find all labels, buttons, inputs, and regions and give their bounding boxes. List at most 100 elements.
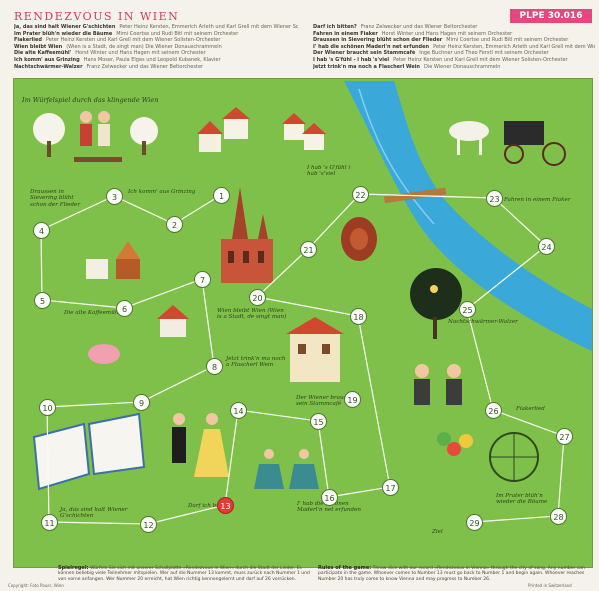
board-station: 4	[33, 222, 50, 239]
track-title: Die alte Kaffeemühl'	[14, 50, 72, 57]
rules-english-heading: Rules of the game:	[318, 565, 372, 571]
track-credit: Franz Zelwecker und das Wiener Beltorche…	[360, 24, 478, 30]
board-station: 24	[538, 238, 555, 255]
game-board: Im Würfelspiel durch das klingende Wien …	[13, 78, 593, 568]
board-station: 11	[41, 514, 58, 531]
track-row: Draussen in Sievering blüht schon der Fl…	[313, 37, 595, 44]
board-station: 12	[140, 516, 157, 533]
rules-english: Rules of the game: Throw dice with our r…	[318, 565, 586, 582]
board-station: 7	[194, 271, 211, 288]
label-fiakerlied: Fiakerlied	[516, 406, 545, 412]
rules-english-text: Throw dice with our record »Rendezvous i…	[318, 566, 585, 582]
copyright: Copyright: Foto Pauer, Wien	[8, 583, 64, 588]
track-title: Im Prater blüh'n wieder die Bäume	[14, 30, 113, 37]
night-tree-drawing	[410, 268, 462, 339]
fiaker-drawing	[449, 121, 566, 166]
track-credit: Horst Winter und Hans Hagen mit seinem O…	[381, 30, 513, 37]
label-gfuehl: I hab 's G'fühl i hab 's'viel	[307, 165, 351, 178]
catalog-number: PLPE 30.016	[510, 9, 592, 23]
dancers-drawing	[172, 413, 319, 489]
label-fiaker: Fahren in einem Fiaker	[504, 197, 571, 203]
board-station: 29	[466, 514, 483, 531]
label-stammcafe: Der Wiener braucht sein Stammcafé	[296, 395, 353, 408]
wine-barrel-drawing	[341, 217, 377, 261]
board-station: 10	[39, 399, 56, 416]
musicians-drawing	[414, 364, 462, 405]
label-flascherl: Jetzt trink'n ma noch a Flascherl Wein	[226, 356, 286, 369]
track-title: Draussen in Sievering blüht schon der Fl…	[313, 37, 443, 44]
label-gschichten: Ja, das sind halt Wiener G'schichten	[60, 507, 128, 520]
board-station: 8	[206, 358, 223, 375]
track-row: Wien bleibt Wien(Wien is a Stadt, de sin…	[14, 44, 298, 51]
track-credit: Mimi Coertse und Rudi Bitl mit seinem Or…	[446, 37, 569, 44]
board-illustration	[32, 81, 592, 525]
track-row: I' hab die schönen Maderl'n net erfunden…	[313, 44, 595, 51]
track-credit: Hans Moser, Paula Elges und Leopold Kuba…	[83, 56, 221, 63]
farmhouse-drawing	[88, 305, 189, 364]
rules-german: Spielregel: Würfeln Sie sich mit unserer…	[58, 565, 313, 582]
track-title: Wien bleibt Wien	[14, 43, 63, 50]
track-row: Die alte Kaffeemühl'Horst Winter und Han…	[14, 50, 298, 57]
rules-german-text: Würfeln Sie sich mit unserer Schallplatt…	[58, 566, 310, 582]
coffee-grinder-drawing	[86, 241, 140, 279]
board-station: 17	[382, 479, 399, 496]
track-credit: Mimi Coertse und Rudi Bitl mit seinem Or…	[116, 30, 239, 37]
label-kaffeemuehl: Die alte Kaffeemühl'	[64, 310, 122, 316]
track-credit: Peter Heinz Kersten und Karl Grell mit d…	[393, 56, 568, 63]
board-station: 22	[352, 186, 369, 203]
danube-river	[344, 81, 592, 351]
label-sievering: Draussen in Sievering blüht schon der Fl…	[30, 189, 81, 208]
label-maderln: I' hab die schönen Maderl'n net erfunden	[297, 501, 362, 514]
tracklist-right: Darf ich bitten?Franz Zelwecker und das …	[313, 24, 595, 70]
track-credit: (Wien is a Stadt, de singt man) Die Wien…	[66, 43, 222, 50]
rules-german-heading: Spielregel:	[58, 565, 89, 571]
label-grinzing: Ich komm' aus Grinzing	[128, 189, 196, 195]
track-title: Jetzt trink'n ma noch a Flascherl Wein	[313, 63, 420, 70]
board-station: 14	[230, 402, 247, 419]
board-station: 21	[300, 241, 317, 258]
track-credit: Inge Buchner und Theo Ferstl mit seinem …	[419, 50, 549, 57]
track-title: Fahren in einem Fiaker	[313, 30, 378, 37]
board-station: 28	[550, 508, 567, 525]
track-credit: Die Wiener Donauschrammeln	[423, 63, 501, 70]
houses-drawing	[197, 107, 326, 152]
track-row: Darf ich bitten?Franz Zelwecker und das …	[313, 24, 595, 31]
board-station: 26	[485, 402, 502, 419]
label-prater: Im Prater blüh'n wieder die Bäume	[496, 493, 548, 506]
label-wienbleibt: Wien bleibt Wien (Wien is a Stadt, de si…	[217, 308, 287, 321]
track-title: I' hab die schönen Maderl'n net erfunden	[313, 43, 430, 50]
board-station: 16	[321, 489, 338, 506]
album-title: RENDEZVOUS IN WIEN	[14, 10, 180, 23]
book-drawing	[32, 412, 146, 491]
track-title: Der Wiener braucht sein Stammcafé	[313, 50, 416, 57]
board-station: 5	[34, 292, 51, 309]
board-station: 13	[217, 497, 234, 514]
board-heading: Im Würfelspiel durch das klingende Wien	[22, 96, 159, 104]
board-station: 15	[310, 413, 327, 430]
board-station: 6	[116, 300, 133, 317]
track-credit: Franz Zelwecker und das Wiener Beltorche…	[86, 63, 204, 70]
track-credit: Peter Heinz Kersten und Karl Grell mit d…	[45, 37, 221, 44]
ferris-wheel-drawing	[437, 432, 539, 482]
board-station: 23	[486, 190, 503, 207]
board-station: 25	[459, 301, 476, 318]
track-title: Ich komm' aus Grinzing	[14, 56, 80, 63]
track-title: Fiakerlied	[14, 37, 42, 44]
track-title: Darf ich bitten?	[313, 24, 357, 30]
board-station: 20	[249, 289, 266, 306]
cathedral-drawing	[221, 187, 273, 283]
label-ziel: Ziel	[432, 529, 443, 535]
couple-drawing	[74, 111, 122, 162]
printed-in: Printed in Switzerland	[528, 583, 572, 588]
